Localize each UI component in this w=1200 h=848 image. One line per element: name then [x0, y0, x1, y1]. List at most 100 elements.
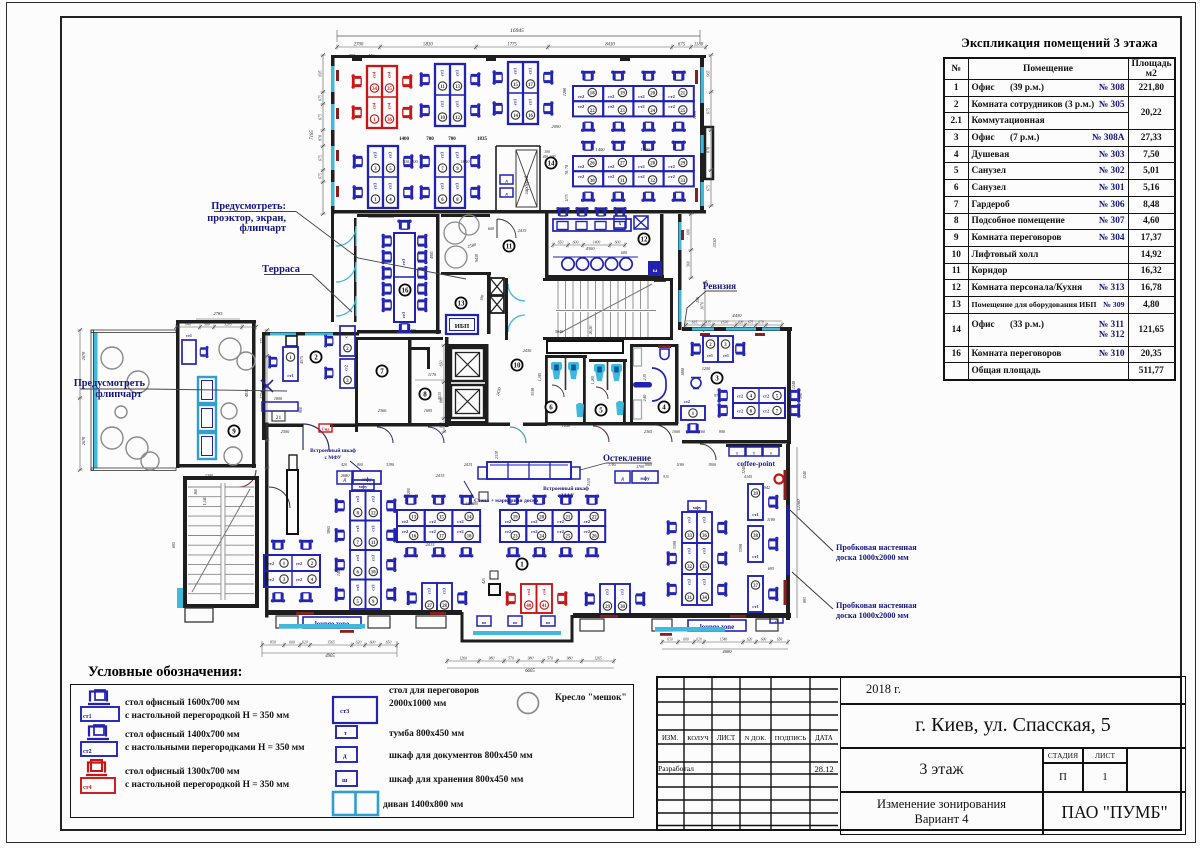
svg-text:18: 18: [467, 535, 472, 540]
svg-text:5: 5: [599, 406, 603, 414]
svg-text:23: 23: [620, 109, 625, 114]
svg-text:6: 6: [357, 571, 360, 576]
svg-text:доска 1000х2000 мм: доска 1000х2000 мм: [836, 553, 909, 562]
svg-text:895: 895: [349, 53, 356, 58]
svg-text:1400: 1400: [595, 147, 605, 152]
svg-text:ст2: ст2: [402, 519, 409, 524]
svg-text:700: 700: [448, 137, 456, 142]
svg-text:ст2: ст2: [83, 749, 92, 755]
svg-text:Разработал: Разработал: [658, 764, 694, 773]
svg-text:5: 5: [776, 395, 779, 400]
svg-text:т: т: [736, 451, 739, 456]
svg-text:д: д: [343, 752, 347, 760]
svg-text:1800: 1800: [274, 396, 282, 401]
svg-text:4: 4: [311, 578, 314, 583]
svg-text:доска 1000х2000 мм: доска 1000х2000 мм: [836, 611, 909, 620]
svg-text:19: 19: [620, 92, 625, 97]
svg-text:31: 31: [687, 596, 692, 601]
svg-text:942: 942: [764, 485, 770, 490]
svg-text:893: 893: [803, 597, 807, 603]
svg-text:32: 32: [650, 179, 655, 184]
svg-text:4985: 4985: [430, 251, 434, 259]
svg-text:ст2: ст2: [608, 164, 615, 169]
svg-text:ш: ш: [546, 620, 550, 625]
svg-text:560: 560: [687, 261, 691, 267]
svg-text:12160: 12160: [796, 499, 801, 511]
svg-text:600: 600: [370, 641, 376, 645]
svg-text:мфу: мфу: [359, 484, 368, 489]
svg-text:3: 3: [374, 167, 377, 172]
svg-text:675: 675: [748, 321, 754, 325]
svg-text:2: 2: [709, 343, 712, 348]
svg-text:28: 28: [442, 604, 447, 609]
svg-text:2785: 2785: [214, 311, 224, 316]
svg-text:ст4: ст4: [541, 588, 546, 595]
svg-text:ст2: ст2: [608, 174, 615, 179]
svg-text:11: 11: [440, 85, 445, 90]
svg-text:9: 9: [232, 427, 236, 435]
svg-text:160: 160: [194, 489, 198, 495]
svg-text:7: 7: [776, 410, 779, 415]
svg-text:2580: 2580: [467, 242, 478, 249]
svg-text:650: 650: [440, 361, 444, 367]
svg-text:1: 1: [373, 118, 376, 123]
svg-text:16: 16: [402, 286, 410, 294]
svg-text:3190: 3190: [386, 462, 394, 467]
svg-text:с МФУ: с МФУ: [325, 455, 342, 461]
svg-text:10: 10: [371, 571, 376, 576]
svg-text:980: 980: [528, 657, 534, 661]
svg-text:27: 27: [620, 162, 625, 167]
svg-text:ст1: ст1: [287, 373, 293, 378]
svg-text:4905: 4905: [325, 654, 335, 659]
svg-text:1060: 1060: [644, 463, 652, 467]
svg-text:д: д: [505, 191, 508, 196]
svg-text:Остекление: Остекление: [603, 453, 651, 463]
svg-text:ст4: ст4: [387, 102, 392, 109]
svg-text:16: 16: [411, 535, 416, 540]
svg-text:с МФУ: с МФУ: [558, 493, 575, 499]
svg-text:Терраса: Терраса: [262, 264, 301, 275]
svg-text:ст1: ст1: [83, 714, 92, 720]
svg-text:2310: 2310: [494, 451, 499, 459]
svg-text:26,50: 26,50: [589, 326, 594, 335]
svg-text:20: 20: [650, 92, 655, 97]
svg-text:ст3: ст3: [440, 151, 445, 158]
svg-text:31: 31: [620, 179, 625, 184]
svg-text:34: 34: [702, 596, 707, 601]
svg-text:ст3: ст3: [687, 548, 692, 554]
svg-text:1: 1: [374, 198, 377, 203]
svg-text:1,345: 1,345: [538, 373, 543, 382]
svg-text:13: 13: [455, 85, 460, 90]
svg-text:1200: 1200: [562, 88, 567, 96]
svg-text:860: 860: [440, 397, 444, 403]
svg-text:10: 10: [514, 361, 522, 369]
svg-text:ст2: ст2: [402, 529, 409, 534]
svg-text:35: 35: [702, 565, 707, 570]
svg-text:4680: 4680: [722, 649, 732, 654]
svg-text:1200: 1200: [702, 366, 711, 371]
svg-text:41: 41: [542, 604, 547, 609]
svg-text:3: 3: [715, 374, 719, 382]
svg-text:1,265: 1,265: [591, 376, 596, 385]
svg-text:д: д: [621, 477, 624, 482]
svg-text:ст4: ст4: [372, 71, 377, 78]
svg-text:5590: 5590: [738, 544, 743, 552]
svg-text:ст3: ст3: [340, 708, 350, 715]
svg-text:850: 850: [270, 641, 276, 645]
svg-text:4575: 4575: [300, 356, 304, 364]
svg-text:40: 40: [526, 604, 531, 609]
svg-text:15: 15: [513, 83, 518, 88]
svg-text:ст3: ст3: [427, 588, 432, 594]
svg-text:2: 2: [346, 347, 349, 352]
svg-text:25: 25: [566, 535, 571, 540]
svg-text:1260: 1260: [459, 657, 467, 661]
svg-text:12: 12: [371, 512, 376, 517]
svg-text:20: 20: [539, 516, 544, 521]
svg-text:24: 24: [539, 535, 544, 540]
svg-text:3: 3: [283, 578, 286, 583]
svg-text:965: 965: [706, 70, 711, 76]
svg-text:1000: 1000: [466, 501, 476, 506]
svg-text:1: 1: [283, 562, 286, 567]
svg-text:16: 16: [528, 114, 533, 119]
svg-text:2415: 2415: [426, 542, 436, 547]
